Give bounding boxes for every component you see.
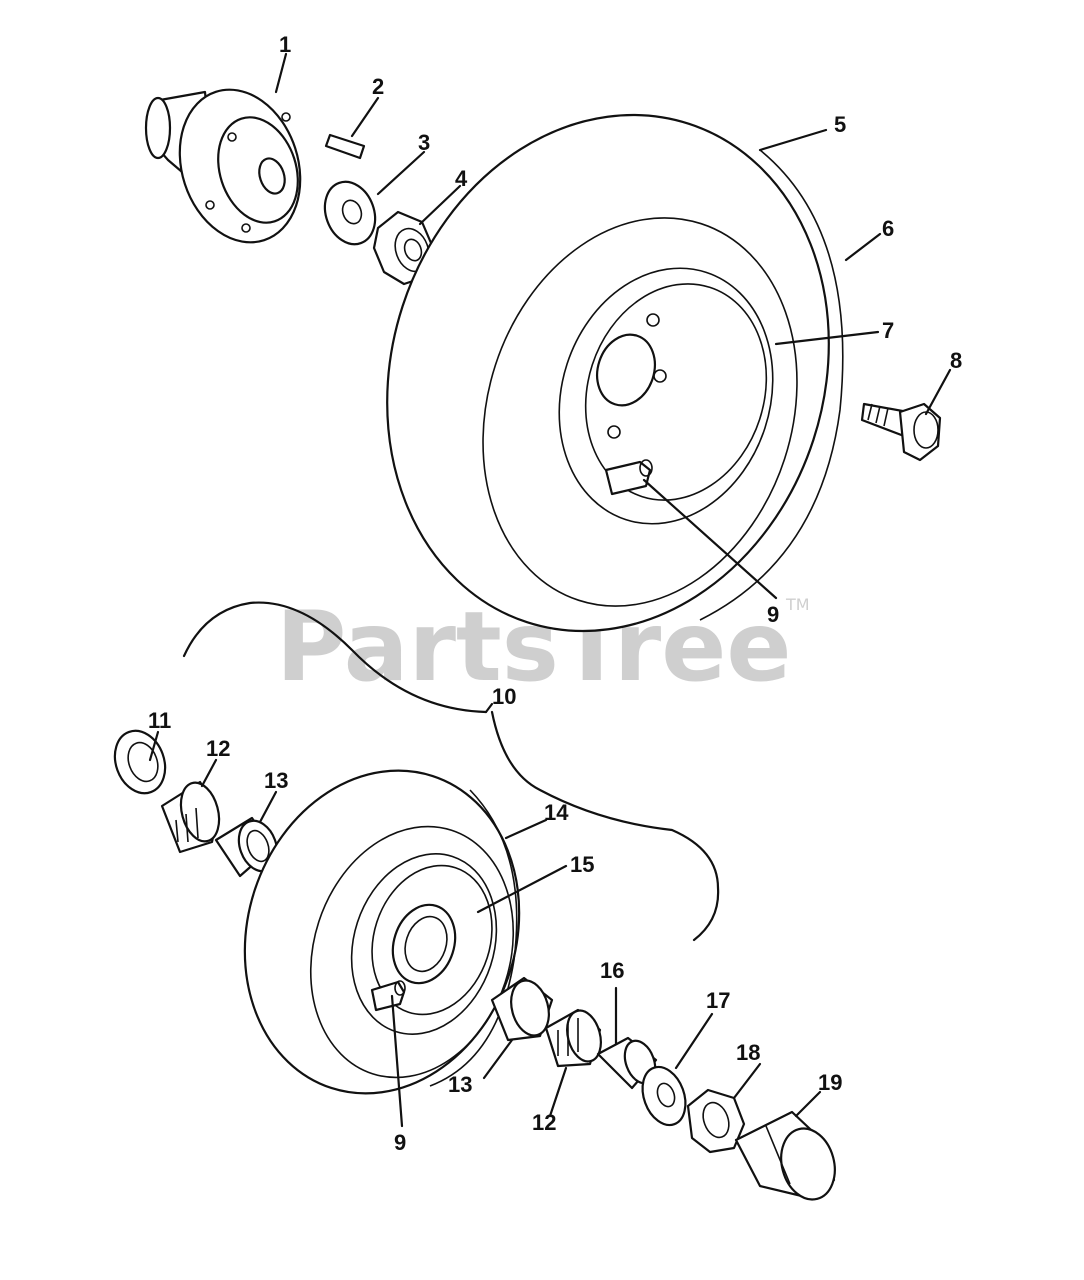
callout-11: 11 <box>148 708 171 733</box>
callout-3: 3 <box>418 130 430 155</box>
part-18-nut[interactable] <box>686 1088 746 1154</box>
part-19-cap[interactable] <box>734 1110 842 1206</box>
upper-wheel-assembly[interactable] <box>322 57 895 689</box>
part-12-cone-bearing-b[interactable] <box>544 1007 606 1068</box>
callout-17: 17 <box>706 988 730 1013</box>
part-14-tire <box>243 769 521 1095</box>
lower-wheel-assembly[interactable] <box>204 735 560 1130</box>
part-12-cone-bearing-a[interactable] <box>160 778 225 854</box>
callout-10: 10 <box>492 684 516 709</box>
part-2-key[interactable] <box>324 133 366 160</box>
part-13-spacer-b[interactable] <box>490 976 555 1042</box>
part-7-rim <box>558 267 774 525</box>
callout-16: 16 <box>600 958 624 983</box>
callout-7: 7 <box>882 318 894 343</box>
callout-18: 18 <box>736 1040 760 1065</box>
callout-13-lower: 13 <box>448 1072 472 1097</box>
callout-1: 1 <box>279 32 291 57</box>
callout-9-upper: 9 <box>767 602 779 627</box>
callout-4: 4 <box>455 166 468 191</box>
callout-14: 14 <box>544 800 569 825</box>
part-6-tire-sidewall <box>482 217 798 607</box>
callout-13-upper: 13 <box>264 768 288 793</box>
part-11-bearing-cup[interactable] <box>107 724 174 801</box>
callout-12-upper: 12 <box>206 736 230 761</box>
callouts: 1 2 3 4 5 6 7 8 9 10 11 12 13 14 15 13 9… <box>148 32 962 1155</box>
callout-2: 2 <box>372 74 384 99</box>
part-3-washer[interactable] <box>317 175 384 252</box>
part-17-washer[interactable] <box>635 1061 693 1131</box>
callout-5: 5 <box>834 112 846 137</box>
leader-lines <box>148 52 952 1128</box>
bracket-10 <box>182 601 720 942</box>
part-1-hub[interactable] <box>144 74 319 258</box>
callout-15: 15 <box>570 852 594 877</box>
callout-9-lower: 9 <box>394 1130 406 1155</box>
part-8-bolt[interactable] <box>860 402 942 462</box>
callout-6: 6 <box>882 216 894 241</box>
watermark-tm: TM <box>785 595 810 614</box>
callout-8: 8 <box>950 348 962 373</box>
callout-12-lower: 12 <box>532 1110 556 1135</box>
callout-19: 19 <box>818 1070 842 1095</box>
